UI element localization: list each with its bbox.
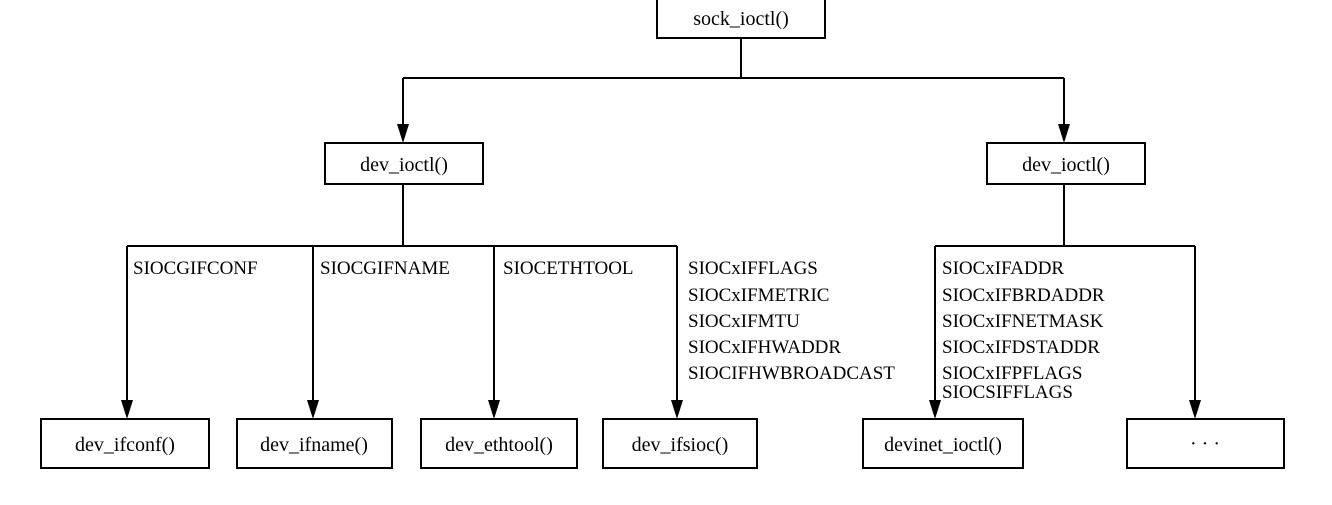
- label-siocgifname: SIOCGIFNAME: [320, 258, 450, 279]
- edge-labels: SIOCGIFCONF SIOCGIFNAME SIOCETHTOOL SIOC…: [133, 258, 1105, 403]
- label-siocxifflags: SIOCxIFFLAGS: [688, 258, 818, 279]
- node-ellipsis-label: · · ·: [1190, 433, 1220, 455]
- arrow-ellipsis: [1189, 400, 1201, 419]
- node-dev-ifconf-label: dev_ifconf(): [75, 434, 175, 456]
- node-devinet-ioctl: devinet_ioctl(): [862, 418, 1024, 469]
- arrow-dev-ioctl-right: [1058, 124, 1070, 143]
- node-dev-ioctl-left: dev_ioctl(): [324, 142, 484, 185]
- arrow-devinet-ioctl: [929, 400, 941, 419]
- node-dev-ifconf: dev_ifconf(): [40, 418, 210, 469]
- arrow-dev-ifconf: [121, 400, 133, 419]
- label-siocxifnetmask: SIOCxIFNETMASK: [942, 311, 1104, 332]
- arrowheads: [121, 124, 1201, 419]
- arrow-dev-ioctl-left: [397, 124, 409, 143]
- node-ellipsis: · · ·: [1126, 418, 1285, 469]
- label-siocgifconf: SIOCGIFCONF: [133, 258, 258, 279]
- arrow-dev-ifname: [307, 400, 319, 419]
- node-devinet-ioctl-label: devinet_ioctl(): [884, 434, 1002, 456]
- label-siocxifmtu: SIOCxIFMTU: [688, 311, 800, 332]
- label-siocxifhwaddr: SIOCxIFHWADDR: [688, 337, 841, 358]
- label-siocsifflags: SIOCSIFFLAGS: [942, 382, 1073, 403]
- node-dev-ethtool-label: dev_ethtool(): [445, 434, 553, 456]
- label-siocxifaddr: SIOCxIFADDR: [942, 258, 1064, 279]
- node-dev-ioctl-right-label: dev_ioctl(): [1022, 154, 1110, 176]
- label-siocxifdstaddr: SIOCxIFDSTADDR: [942, 337, 1100, 358]
- label-siocifhwbroadcast: SIOCIFHWBROADCAST: [688, 363, 895, 384]
- label-siocxifbrdaddr: SIOCxIFBRDADDR: [942, 285, 1105, 306]
- arrow-dev-ethtool: [488, 400, 500, 419]
- node-sock-ioctl: sock_ioctl(): [656, 0, 826, 39]
- node-dev-ifname: dev_ifname(): [236, 418, 393, 469]
- connectors: [126, 38, 1196, 405]
- node-dev-ioctl-left-label: dev_ioctl(): [360, 154, 448, 176]
- node-sock-ioctl-label: sock_ioctl(): [693, 8, 789, 30]
- node-dev-ifsioc: dev_ifsioc(): [602, 418, 758, 469]
- label-siocxifmetric: SIOCxIFMETRIC: [688, 285, 829, 306]
- label-siocxifpflags: SIOCxIFPFLAGS: [942, 363, 1082, 384]
- label-siocethtool: SIOCETHTOOL: [503, 258, 634, 279]
- node-dev-ifname-label: dev_ifname(): [260, 434, 368, 456]
- node-dev-ioctl-right: dev_ioctl(): [986, 142, 1146, 185]
- node-dev-ifsioc-label: dev_ifsioc(): [632, 434, 729, 456]
- arrow-dev-ifsioc: [671, 400, 683, 419]
- node-dev-ethtool: dev_ethtool(): [420, 418, 578, 469]
